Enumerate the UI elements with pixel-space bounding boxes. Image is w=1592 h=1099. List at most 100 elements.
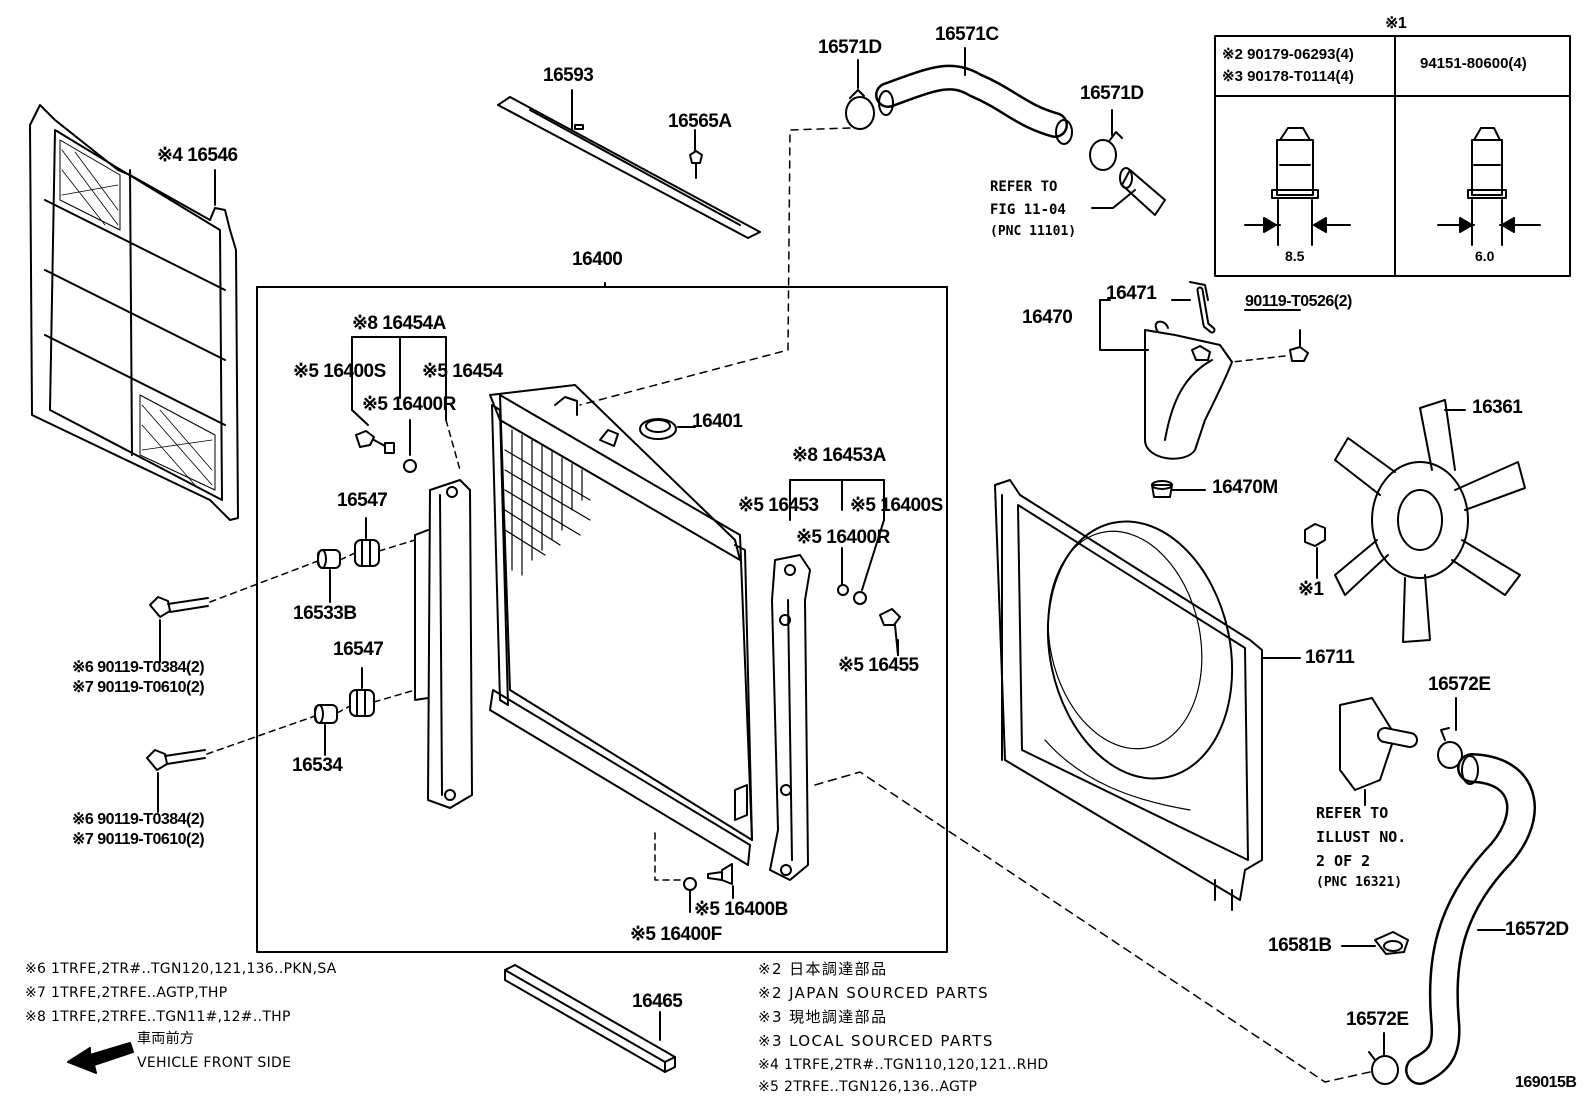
note-6: ※6 1TRFE,2TR#..TGN120,121,136..PKN,SA xyxy=(25,961,337,977)
bushing-16534 xyxy=(314,704,338,724)
lower-hose-16572d xyxy=(1405,753,1536,1085)
label-16534: 16534 xyxy=(292,755,343,776)
cap-16470m xyxy=(1151,480,1173,498)
table-cell-note2: ※2 90179-06293(4) xyxy=(1222,46,1354,63)
label-16455: ※5 16455 xyxy=(838,655,919,676)
label-16400s-left: ※5 16400S xyxy=(293,361,386,382)
plug-16400r-left xyxy=(384,442,395,454)
label-note1-fan: ※1 xyxy=(1298,579,1324,600)
note-3-en: ※3 LOCAL SOURCED PARTS xyxy=(758,1032,994,1050)
label-16465: 16465 xyxy=(632,991,683,1012)
bolt-16400s-left xyxy=(355,430,386,448)
bolt-90119-a xyxy=(149,596,209,618)
label-16361: 16361 xyxy=(1472,397,1523,418)
cushion-16547-a xyxy=(354,539,380,567)
nut-fan xyxy=(1304,523,1326,547)
dim-8-5: 8.5 xyxy=(1285,248,1305,264)
label-16571d-right: 16571D xyxy=(1080,83,1144,104)
dim-6-0: 6.0 xyxy=(1475,248,1495,264)
note-2-en: ※2 JAPAN SOURCED PARTS xyxy=(758,984,990,1002)
o-ring-16400f xyxy=(683,877,697,891)
note-8: ※8 1TRFE,2TRFE..TGN11#,12#..THP xyxy=(25,1009,291,1025)
label-16471: 16471 xyxy=(1106,283,1157,304)
cooling-fan-16361 xyxy=(1334,399,1526,643)
label-16533b: 16533B xyxy=(293,603,357,624)
label-16470m: 16470M xyxy=(1212,477,1278,498)
refer-fig-line3: (PNC 11101) xyxy=(990,224,1077,239)
table-cell-94151: 94151-80600(4) xyxy=(1420,55,1527,72)
water-outlet xyxy=(1339,697,1418,806)
hose-clamp-16571d-2 xyxy=(1089,131,1123,171)
vehicle-front-jp: 車両前方 xyxy=(137,1031,195,1047)
clamp-16581b xyxy=(1374,931,1409,955)
refer-illust-line2: ILLUST NO. xyxy=(1316,828,1407,846)
label-16571d-left: 16571D xyxy=(818,37,882,58)
table-title: ※1 xyxy=(1385,15,1407,32)
hose-clamp-16572e-bottom xyxy=(1368,1051,1399,1085)
upper-hose-16571c xyxy=(875,64,1073,145)
flange-nut-60 xyxy=(1437,127,1541,246)
seal-16465 xyxy=(504,964,676,1073)
label-16547-b: 16547 xyxy=(333,639,384,660)
label-16470: 16470 xyxy=(1022,307,1073,328)
label-16593: 16593 xyxy=(543,65,594,86)
label-90119-t0526: 90119-T0526(2) xyxy=(1245,293,1352,310)
refer-fig-line2: FIG 11-04 xyxy=(990,202,1066,218)
label-bolt-7-a: ※7 90119-T0610(2) xyxy=(72,679,205,696)
label-16454: ※5 16454 xyxy=(422,361,503,382)
washer-left xyxy=(403,459,417,473)
label-16400r-right: ※5 16400R xyxy=(796,527,890,548)
label-16572e-bottom: 16572E xyxy=(1346,1009,1409,1030)
label-16565a: 16565A xyxy=(668,111,732,132)
label-bolt-6-b: ※6 90119-T0384(2) xyxy=(72,811,205,828)
reserve-tank-16470 xyxy=(1144,320,1233,460)
table-cell-note3: ※3 90178-T0114(4) xyxy=(1222,68,1354,85)
label-16400s-right: ※5 16400S xyxy=(850,495,943,516)
label-16547-a: 16547 xyxy=(337,490,388,511)
label-16546: ※4 16546 xyxy=(157,145,238,166)
label-16400: 16400 xyxy=(572,249,623,270)
label-16572e-top: 16572E xyxy=(1428,674,1491,695)
label-16711: 16711 xyxy=(1305,647,1355,668)
bolt-90119-b xyxy=(146,749,206,771)
washer-right xyxy=(837,584,849,596)
label-16453a: ※8 16453A xyxy=(792,445,886,466)
radiator-cap-16401 xyxy=(639,418,696,440)
label-16400r-left: ※5 16400R xyxy=(362,394,456,415)
label-16453: ※5 16453 xyxy=(738,495,819,516)
label-16581b: 16581B xyxy=(1268,935,1332,956)
plug-16400r-right xyxy=(853,591,867,605)
nut-spec-table xyxy=(1214,35,1571,277)
label-bolt-6-a: ※6 90119-T0384(2) xyxy=(72,659,205,676)
note-3-jp: ※3 現地調達部品 xyxy=(758,1008,888,1026)
drain-cock-16400b xyxy=(707,863,733,885)
flange-nut-85 xyxy=(1244,127,1351,246)
note-2-jp: ※2 日本調達部品 xyxy=(758,960,888,978)
radiator-core xyxy=(489,384,753,866)
note-7: ※7 1TRFE,2TRFE..AGTP,THP xyxy=(25,985,228,1001)
refer-illust-line4: (PNC 16321) xyxy=(1316,875,1403,890)
label-16571c: 16571C xyxy=(935,24,999,45)
label-bolt-7-b: ※7 90119-T0610(2) xyxy=(72,831,205,848)
radiator-assembly-box xyxy=(256,286,948,953)
label-16400b: ※5 16400B xyxy=(694,899,788,920)
label-16401: 16401 xyxy=(692,411,743,432)
bushing-16533b xyxy=(317,549,341,569)
refer-fig-line1: REFER TO xyxy=(990,179,1058,195)
right-side-support-16453 xyxy=(769,554,811,881)
refer-illust-line3: 2 OF 2 xyxy=(1316,852,1371,870)
diagram-code: 169015B xyxy=(1515,1074,1577,1091)
cushion-16547-b xyxy=(349,689,375,717)
vehicle-front-en: VEHICLE FRONT SIDE xyxy=(137,1055,292,1071)
refer-illust-line1: REFER TO xyxy=(1316,804,1389,822)
hose-clamp-16571d xyxy=(845,89,875,130)
clip-16565a xyxy=(689,150,703,179)
note-5: ※5 2TRFE..TGN126,136..AGTP xyxy=(758,1079,978,1095)
vehicle-front-arrow-icon xyxy=(67,1042,134,1074)
fan-shroud-16711 xyxy=(994,479,1263,911)
bolt-90119-t0526 xyxy=(1289,329,1309,362)
label-16572d: 16572D xyxy=(1505,919,1569,940)
note-4: ※4 1TRFE,2TR#..TGN110,120,121..RHD xyxy=(758,1057,1049,1073)
